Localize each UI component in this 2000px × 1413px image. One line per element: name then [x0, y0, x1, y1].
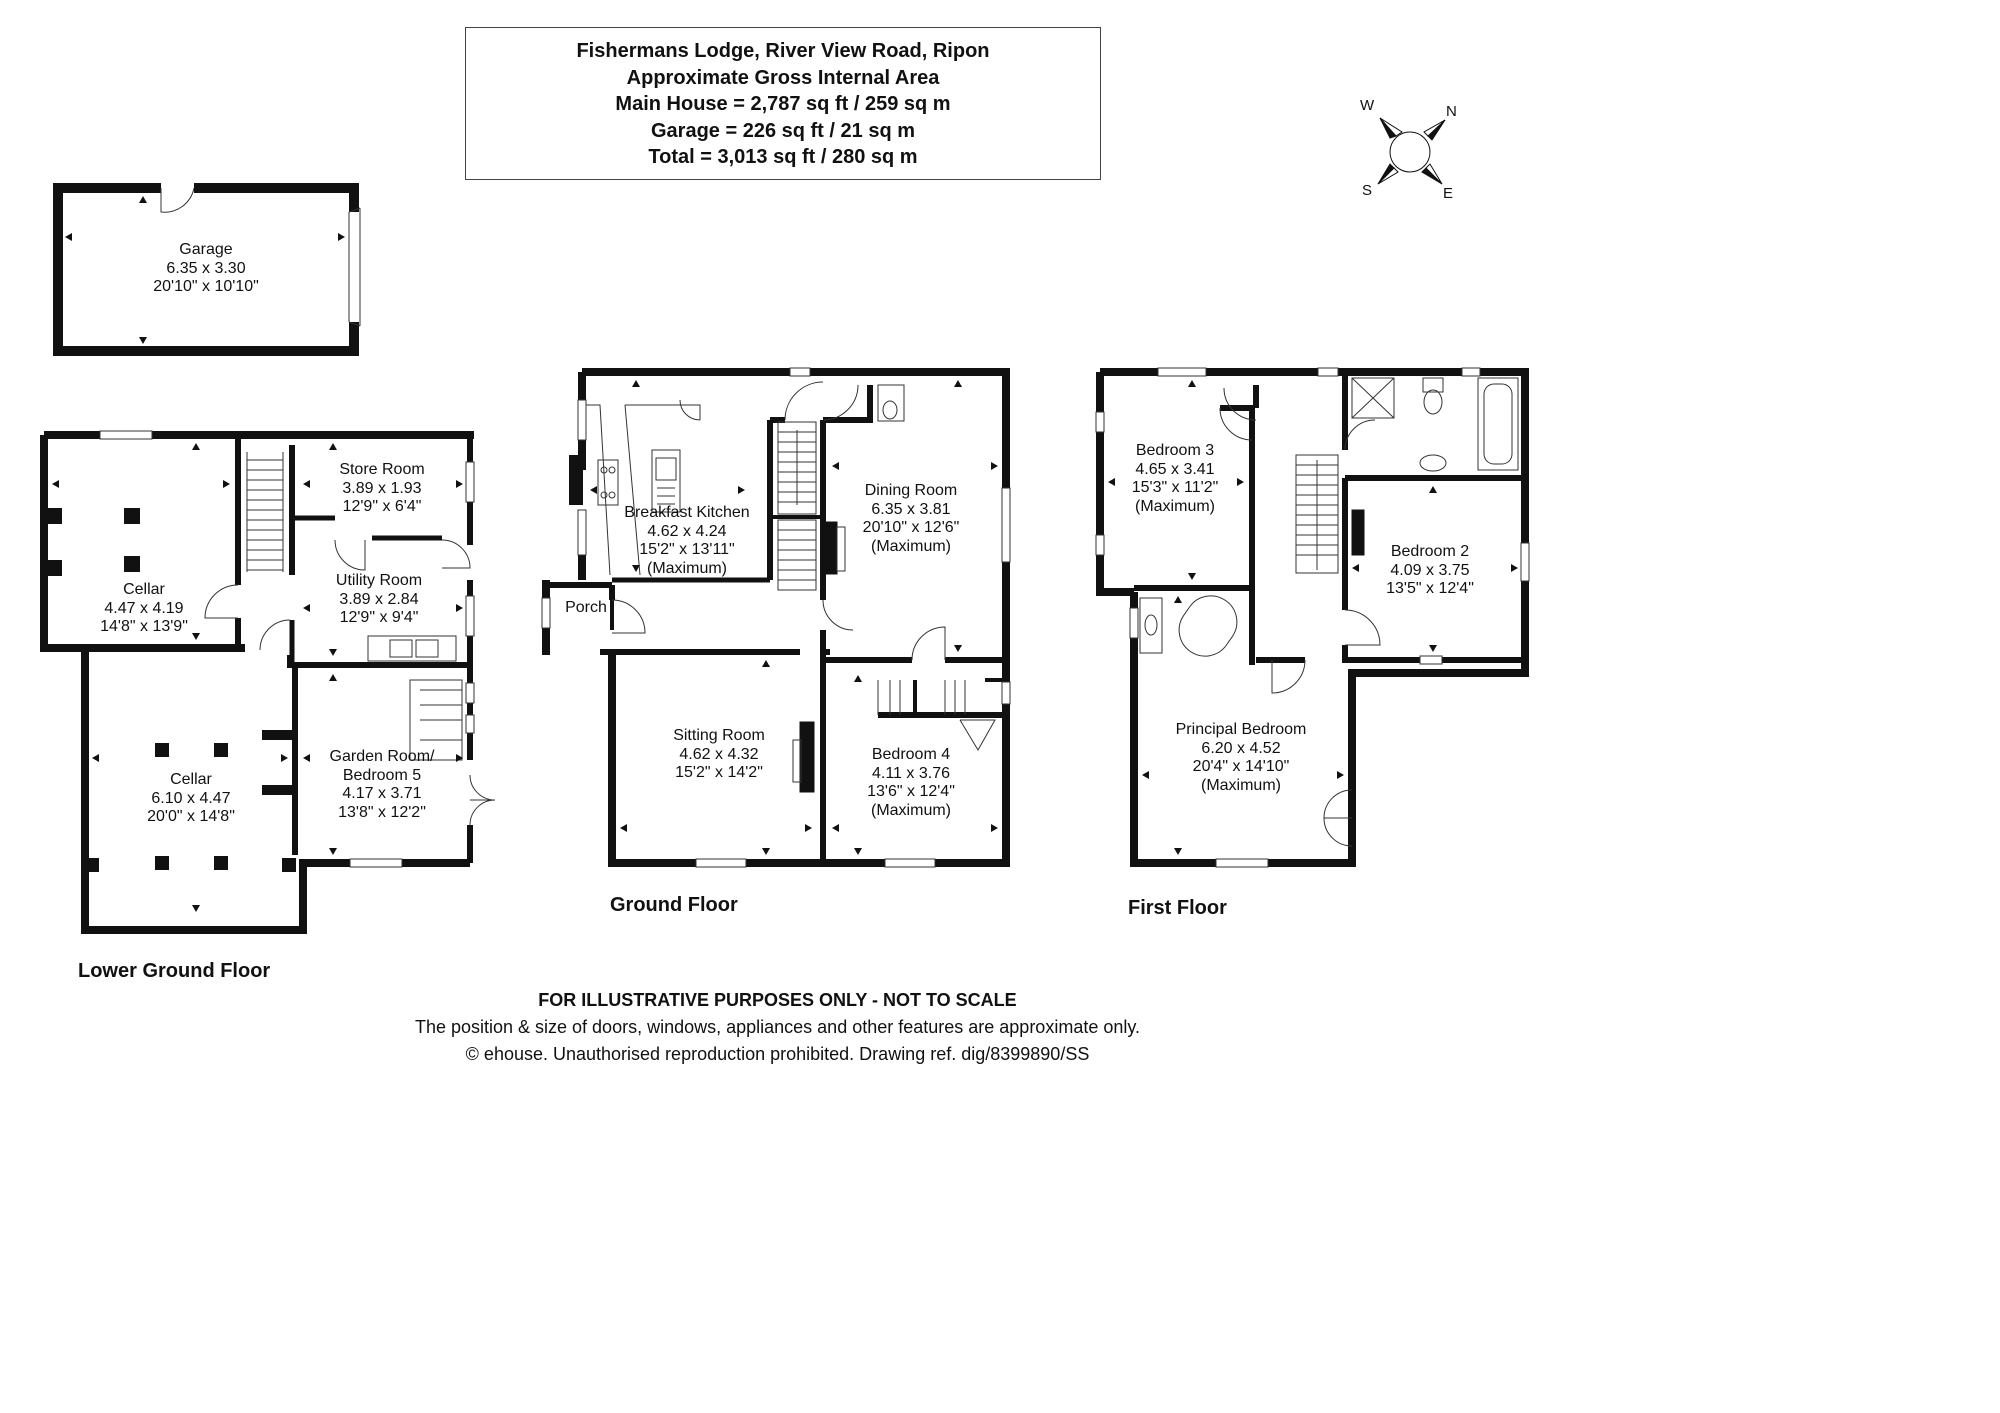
compass-w-label: W	[1360, 97, 1375, 114]
compass-n-label: N	[1446, 103, 1457, 120]
room-name: Porch	[565, 599, 607, 616]
room-imperial: 13'6" x 12'4"	[867, 783, 955, 800]
room-imperial: 15'3" x 11'2"	[1131, 479, 1219, 496]
disclaimer-note: The position & size of doors, windows, a…	[414, 1017, 1141, 1037]
cellar-pillars	[44, 508, 297, 872]
room-metric: 4.11 x 3.76	[872, 764, 950, 782]
lower-ground-windows	[99, 430, 475, 868]
compass-s-label: S	[1362, 182, 1373, 199]
room-imperial: 20'10" x 10'10"	[153, 278, 259, 295]
room-name: Sitting Room	[673, 727, 765, 744]
ground-floor-walls	[542, 368, 1010, 867]
room-metric: 3.89 x 2.84	[339, 590, 419, 608]
ground-floor-windows	[541, 367, 1011, 868]
room-bedroom-4: Bedroom 4 4.11 x 3.76 13'6" x 12'4" (Max…	[867, 746, 955, 820]
room-cellar-1: Cellar 4.47 x 4.19 14'8" x 13'9"	[100, 581, 188, 637]
room-imperial: 15'2" x 14'2"	[675, 764, 763, 781]
property-address: Fishermans Lodge, River View Road, Ripon	[576, 40, 990, 62]
room-metric: 4.47 x 4.19	[104, 599, 184, 617]
main-house-area: Main House = 2,787 sq ft / 259 sq m	[615, 93, 951, 115]
total-area: Total = 3,013 sq ft / 280 sq m	[648, 146, 918, 168]
room-name: Garden Room/	[329, 748, 435, 765]
disclaimer-heading: FOR ILLUSTRATIVE PURPOSES ONLY - NOT TO …	[538, 990, 1017, 1010]
room-name: Utility Room	[335, 572, 423, 589]
room-note: (Maximum)	[647, 559, 727, 577]
room-note: (Maximum)	[871, 537, 951, 555]
room-metric: 4.62 x 4.32	[679, 745, 759, 763]
room-metric: 4.17 x 3.71	[342, 785, 422, 802]
room-note: (Maximum)	[1135, 497, 1215, 515]
room-imperial: 13'5" x 12'4"	[1386, 580, 1474, 597]
room-metric: 6.10 x 4.47	[151, 789, 231, 807]
room-metric: 3.89 x 1.93	[342, 479, 422, 497]
room-garden-room: Garden Room/ Bedroom 5 4.17 x 3.71 13'8"…	[330, 748, 435, 822]
compass-rose-icon	[1377, 117, 1446, 185]
garage-walls	[53, 183, 361, 356]
room-name: Cellar	[123, 581, 165, 598]
room-cellar-2: Cellar 6.10 x 4.47 20'0" x 14'8"	[147, 771, 235, 827]
room-porch: Porch	[565, 599, 607, 618]
room-metric: 6.35 x 3.81	[871, 500, 951, 518]
room-bedroom-3: Bedroom 3 4.65 x 3.41 15'3" x 11'2" (Max…	[1132, 442, 1219, 516]
lower-ground-door-swings	[204, 539, 496, 826]
floor-plan-drawing	[40, 117, 1530, 934]
garden-room-stair	[409, 679, 463, 761]
title-box: Fishermans Lodge, River View Road, Ripon…	[465, 27, 1101, 180]
room-name: Principal Bedroom	[1175, 721, 1307, 738]
garage-area: Garage = 226 sq ft / 21 sq m	[650, 119, 915, 142]
room-name: Bedroom 4	[871, 746, 951, 763]
room-imperial: 12'9" x 6'4"	[342, 498, 422, 515]
room-metric: 4.65 x 3.41	[1135, 460, 1215, 478]
floor-label-ground: Ground Floor	[610, 894, 738, 916]
compass-e-label: E	[1443, 185, 1454, 202]
room-name: Breakfast Kitchen	[624, 504, 750, 521]
room-metric: 6.35 x 3.30	[166, 259, 246, 277]
room-name-2: Bedroom 5	[342, 766, 422, 784]
room-name: Garage	[179, 241, 233, 258]
room-name: Bedroom 2	[1390, 543, 1470, 560]
room-metric: 4.09 x 3.75	[1390, 561, 1470, 579]
room-imperial: 20'4" x 14'10"	[1192, 758, 1290, 775]
area-heading: Approximate Gross Internal Area	[626, 66, 940, 89]
room-note: (Maximum)	[871, 801, 951, 819]
room-name: Dining Room	[864, 482, 958, 499]
room-sitting-room: Sitting Room 4.62 x 4.32 15'2" x 14'2"	[673, 727, 765, 783]
first-floor-windows	[1095, 367, 1530, 868]
floor-label-first: First Floor	[1128, 897, 1227, 919]
floor-label-lower-ground: Lower Ground Floor	[78, 960, 271, 982]
utility-sink	[367, 635, 457, 662]
room-store-room: Store Room 3.89 x 1.93 12'9" x 6'4"	[339, 461, 424, 517]
copyright-note: © ehouse. Unauthorised reproduction proh…	[465, 1044, 1090, 1064]
room-imperial: 20'10" x 12'6"	[862, 519, 960, 536]
first-floor-fixtures	[1139, 377, 1519, 847]
room-breakfast-kitchen: Breakfast Kitchen 4.62 x 4.24 15'2" x 13…	[624, 504, 749, 578]
room-metric: 6.20 x 4.52	[1201, 739, 1281, 757]
room-imperial: 13'8" x 12'2"	[338, 803, 426, 821]
room-imperial: 20'0" x 14'8"	[147, 808, 235, 825]
dimension-markers	[52, 196, 1518, 912]
room-dining-room: Dining Room 6.35 x 3.81 20'10" x 12'6" (…	[863, 482, 960, 556]
room-note: (Maximum)	[1200, 776, 1281, 794]
room-name: Cellar	[170, 771, 212, 788]
room-bedroom-2: Bedroom 2 4.09 x 3.75 13'5" x 12'4"	[1386, 543, 1474, 599]
ground-floor-fixtures	[582, 381, 996, 783]
room-imperial: 14'8" x 13'9"	[100, 618, 188, 635]
first-floor-walls	[1096, 368, 1529, 867]
room-metric: 4.62 x 4.24	[647, 522, 727, 540]
lower-ground-stair-treads	[247, 459, 283, 571]
room-garage: Garage 6.35 x 3.30 20'10" x 10'10"	[153, 241, 259, 297]
room-principal-bedroom: Principal Bedroom 6.20 x 4.52 20'4" x 14…	[1176, 721, 1307, 795]
room-imperial: 12'9" x 9'4"	[339, 609, 419, 626]
room-utility-room: Utility Room 3.89 x 2.84 12'9" x 9'4"	[336, 572, 422, 628]
room-name: Bedroom 3	[1135, 442, 1215, 459]
room-name: Store Room	[339, 461, 425, 478]
room-imperial: 15'2" x 13'11"	[639, 541, 735, 558]
